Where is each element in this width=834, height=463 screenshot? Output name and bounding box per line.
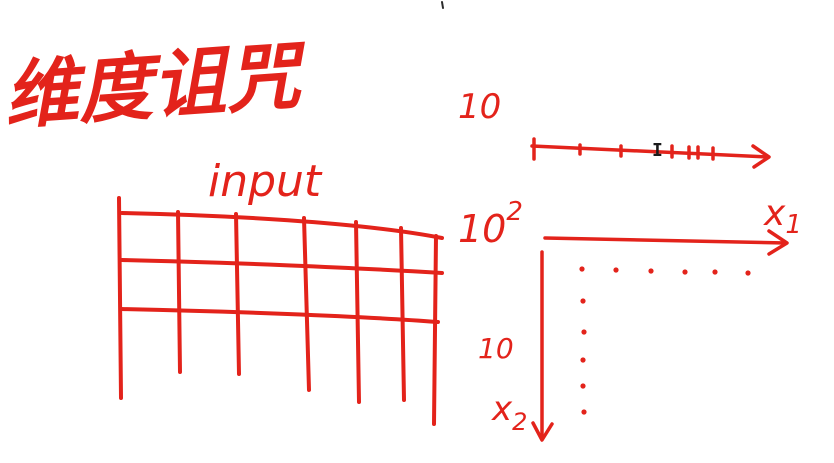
grid-right-border bbox=[432, 234, 438, 426]
axis-x2-letter: x bbox=[491, 389, 513, 429]
plane-dot bbox=[580, 357, 586, 363]
grid-top-line bbox=[120, 211, 444, 240]
plane-dot bbox=[581, 409, 587, 415]
axis-x1-label: x1 bbox=[763, 193, 802, 240]
plane-dot bbox=[648, 268, 654, 274]
plane-dot bbox=[580, 383, 586, 389]
grid-row-line-1 bbox=[120, 258, 444, 275]
plane-dot bbox=[581, 329, 587, 335]
number-line bbox=[530, 137, 771, 169]
plane-dot bbox=[682, 269, 688, 275]
axis-x2-label: x2 bbox=[491, 389, 527, 436]
grid-col-line-2 bbox=[234, 212, 241, 376]
text-cursor-icon: I bbox=[652, 140, 663, 161]
plane-dot bbox=[580, 298, 586, 304]
number-line-arrowhead bbox=[751, 144, 771, 169]
axis-x1-line bbox=[543, 236, 788, 245]
plane-dot bbox=[712, 269, 718, 275]
handwritten-title: 维度诅咒 bbox=[1, 33, 310, 140]
stray-mark bbox=[441, 1, 444, 9]
grid-row-line-2 bbox=[119, 307, 440, 324]
number-line-label: 10 bbox=[458, 87, 501, 127]
plane-top-label: 102 bbox=[458, 197, 523, 251]
input-grid bbox=[117, 196, 444, 426]
axis-x2-arrowhead bbox=[531, 421, 554, 442]
plane-dots bbox=[579, 266, 751, 415]
plane-axes bbox=[531, 229, 789, 442]
grid-left-border bbox=[117, 196, 123, 400]
plane-dot bbox=[613, 267, 619, 273]
axis-x1-subscript: 1 bbox=[785, 210, 802, 240]
grid-col-line-4 bbox=[354, 220, 361, 404]
plane-top-exponent: 2 bbox=[506, 197, 523, 227]
plane-left-label: 10 bbox=[478, 332, 514, 365]
grid-col-line-1 bbox=[176, 210, 182, 374]
grid-col-line-5 bbox=[399, 226, 406, 402]
grid-col-line-3 bbox=[302, 216, 311, 392]
number-line-axis bbox=[530, 144, 770, 159]
grid-input-label: input bbox=[208, 156, 323, 207]
plane-dot bbox=[579, 266, 585, 272]
plane-dot bbox=[745, 270, 751, 276]
axis-x1-letter: x bbox=[763, 193, 786, 234]
plane-top-base: 10 bbox=[458, 207, 506, 251]
axis-x1-arrowhead bbox=[767, 229, 789, 256]
axis-x2-subscript: 2 bbox=[512, 408, 527, 436]
